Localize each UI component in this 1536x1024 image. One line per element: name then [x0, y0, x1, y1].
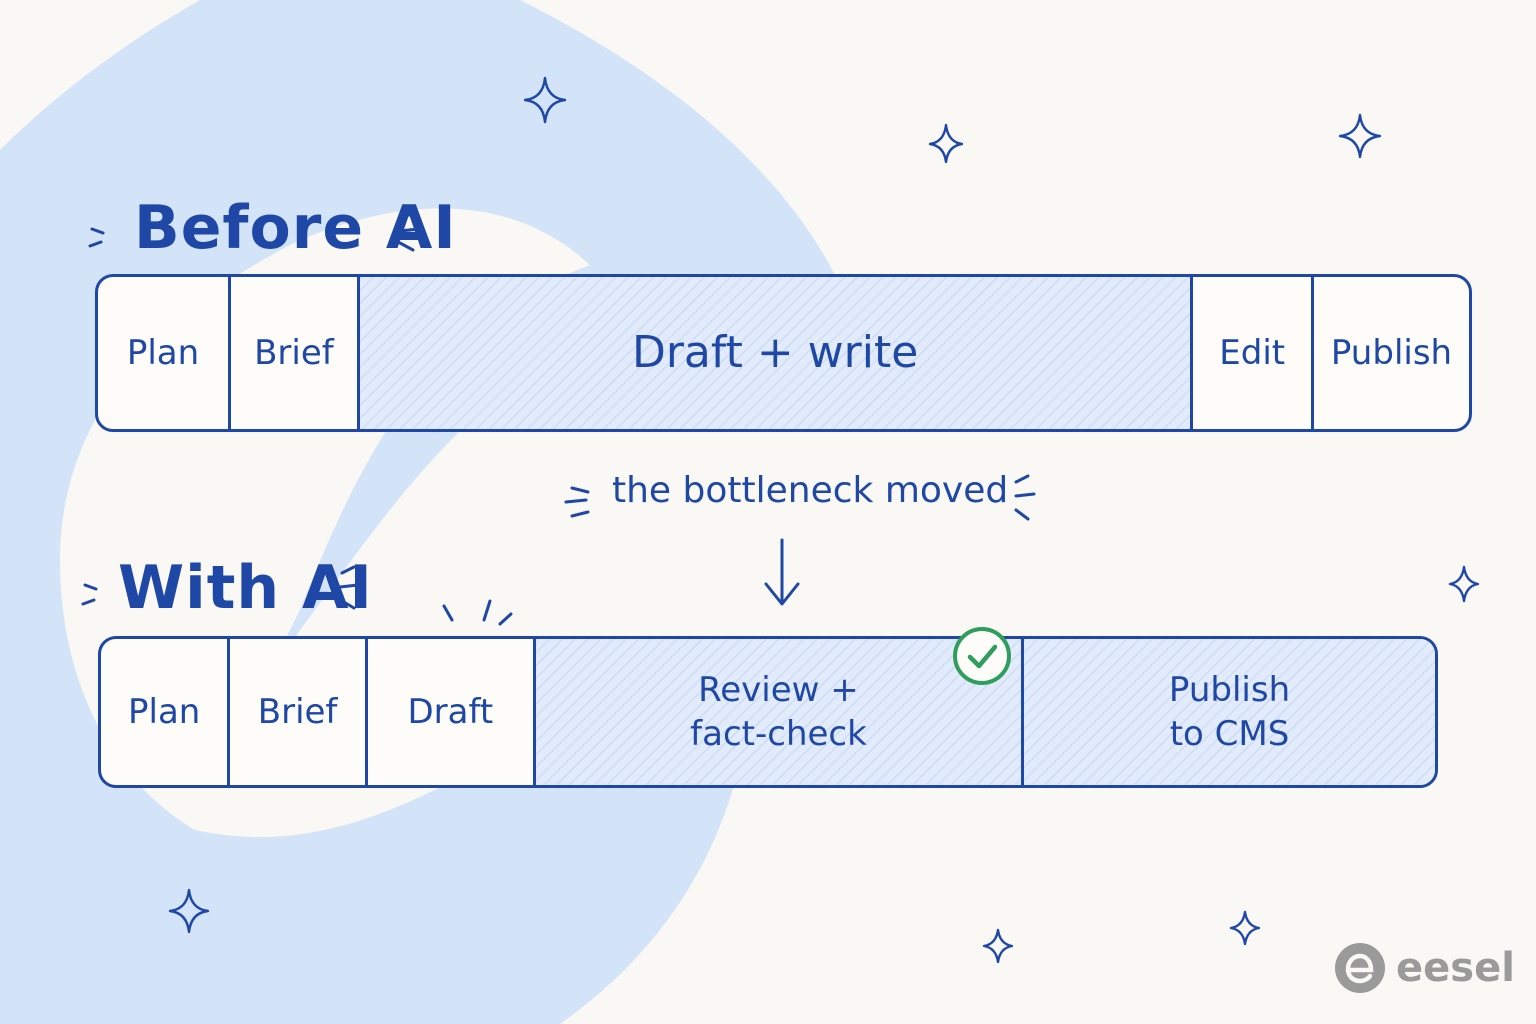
sparkle-icon — [1229, 910, 1261, 946]
after-step-draft: Draft — [368, 639, 536, 785]
with-ai-heading: With AI — [118, 553, 373, 623]
sparkle-icon — [982, 928, 1014, 964]
before-step-draft-write: Draft + write — [359, 277, 1194, 429]
sparkle-icon — [928, 123, 964, 164]
eesel-logo-icon — [1335, 943, 1385, 993]
before-ai-heading: Before AI — [134, 193, 457, 263]
after-step-plan: Plan — [101, 639, 231, 785]
eesel-logo: eesel — [1334, 942, 1515, 994]
bottleneck-note: the bottleneck moved — [612, 470, 1009, 511]
before-step-edit: Edit — [1193, 277, 1315, 429]
sparkles — [168, 76, 1480, 964]
sparkle-icon — [1338, 113, 1382, 159]
sparkle-icon — [523, 76, 567, 124]
check-circle-icon — [953, 627, 1011, 685]
before-step-publish: Publish — [1330, 332, 1453, 373]
logo-wordmark: eesel — [1396, 945, 1515, 991]
before-step-brief: Brief — [231, 277, 360, 429]
sparkle-icon — [168, 888, 210, 934]
before-step-plan: Plan — [98, 277, 231, 429]
arrow-down-icon — [764, 538, 800, 606]
emphasis-dashes — [81, 211, 1036, 626]
after-step-brief: Brief — [230, 639, 368, 785]
after-step-publish-to-cms: Publish to CMS — [1024, 639, 1435, 785]
after-step-review-fact-check: Review + fact-check — [535, 639, 1025, 785]
sparkle-icon — [1448, 565, 1480, 603]
